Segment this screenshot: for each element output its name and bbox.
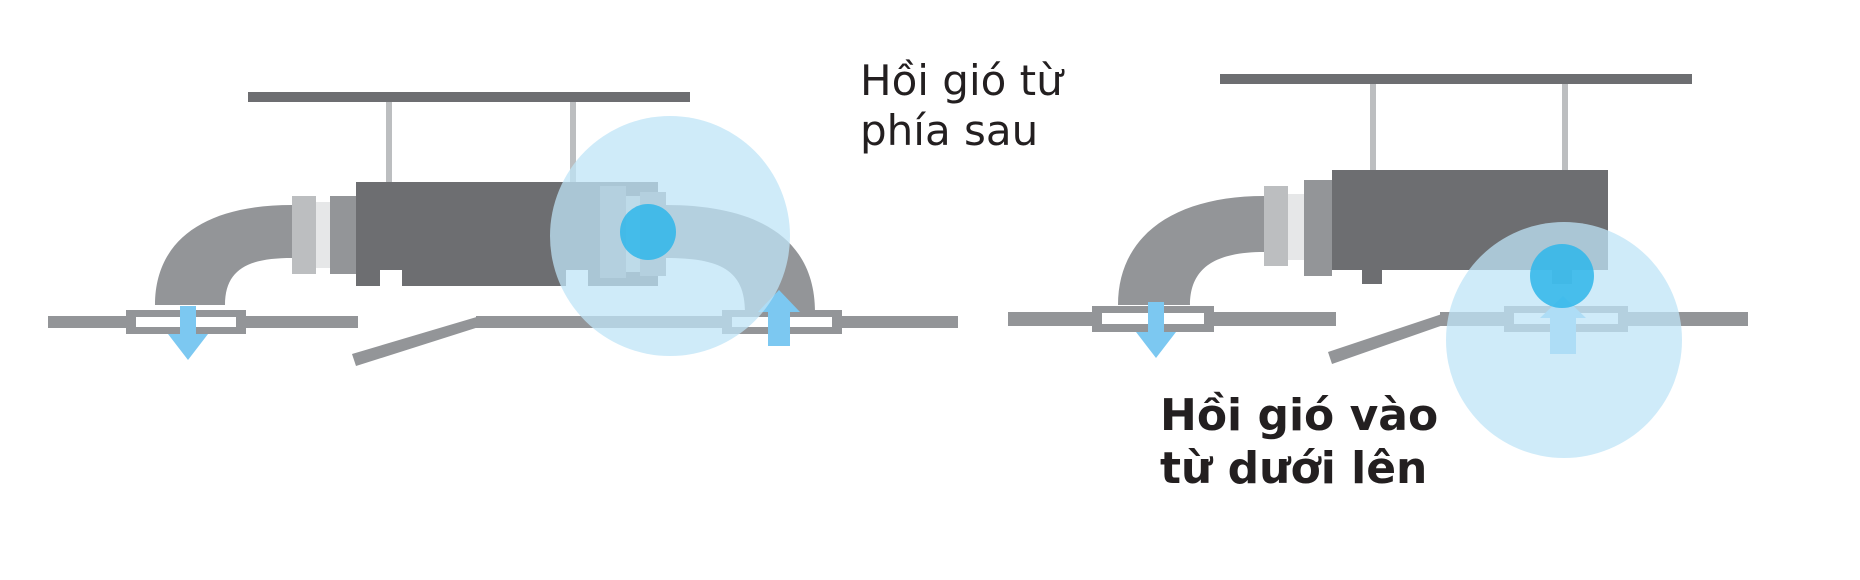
caption-bottom-return: Hồi gió vào từ dưới lên	[1160, 390, 1438, 496]
ceiling-slab	[248, 92, 690, 102]
caption-rear-return: Hồi gió từ phía sau	[860, 56, 1063, 157]
flange	[330, 196, 356, 274]
caption-line: từ dưới lên	[1160, 442, 1428, 494]
diagram-rear-return	[48, 92, 958, 366]
supply-elbow	[1118, 196, 1264, 305]
flange	[1264, 186, 1288, 266]
flange	[316, 202, 330, 268]
arrow-down-icon	[168, 306, 208, 360]
arrow-down-icon	[1136, 302, 1176, 358]
unit-foot	[380, 270, 402, 288]
diagram-bottom-return	[1008, 74, 1748, 458]
arrow-up-icon	[758, 290, 800, 346]
caption-line: phía sau	[860, 106, 1039, 156]
access-panel	[1328, 312, 1452, 364]
caption-line: Hồi gió từ	[860, 56, 1063, 105]
return-highlight-dot	[1530, 244, 1594, 308]
access-panel	[352, 316, 482, 366]
flange	[1288, 194, 1304, 260]
flange	[292, 196, 316, 274]
return-highlight-dot	[620, 204, 676, 260]
caption-line: Hồi gió vào	[1160, 390, 1439, 441]
supply-elbow	[155, 205, 292, 305]
ceiling-slab	[1220, 74, 1692, 84]
flange	[1304, 180, 1332, 276]
return-highlight-circle	[1446, 222, 1682, 458]
unit-foot	[1362, 262, 1382, 284]
